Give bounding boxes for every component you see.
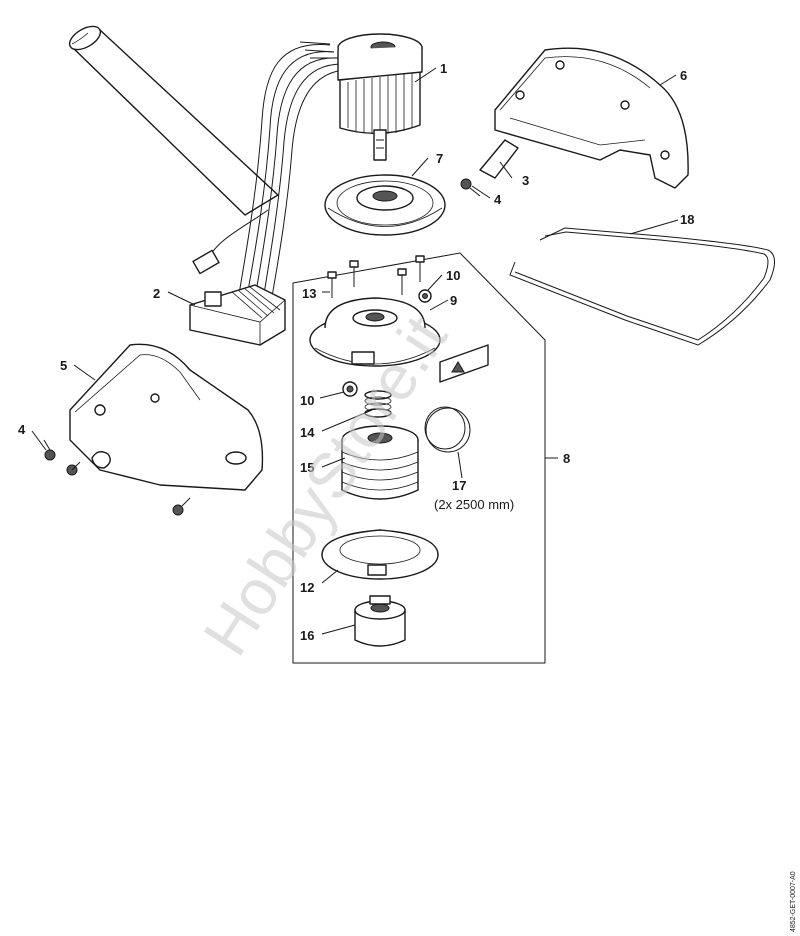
leader-lines: [31, 67, 679, 635]
callout-2: 2: [153, 286, 160, 301]
clip: [479, 139, 519, 179]
spool-cap: [321, 529, 439, 580]
callout-5: 5: [60, 358, 67, 373]
callout-3: 3: [522, 173, 529, 188]
line-length-note: (2x 2500 mm): [434, 497, 514, 512]
wire-bow: [509, 227, 775, 346]
spool: [341, 425, 419, 500]
shaft-tube: [68, 25, 279, 216]
spool-screws: [327, 255, 425, 298]
callout-4-upper: 4: [494, 192, 502, 207]
callout-10-top: 10: [446, 268, 460, 283]
warning-label: [439, 344, 489, 383]
callout-17: 17: [452, 478, 466, 493]
spool-housing: [309, 297, 441, 367]
callout-18: 18: [680, 212, 694, 227]
screws-lower: [43, 439, 191, 516]
callout-6: 6: [680, 68, 687, 83]
callout-1: 1: [440, 61, 447, 76]
callout-9: 9: [450, 293, 457, 308]
callout-16: 16: [300, 628, 314, 643]
document-id: 4852-GET-0007-A0: [790, 871, 797, 932]
callout-10-mid: 10: [300, 393, 314, 408]
washer-top: [418, 289, 432, 303]
adapter: [354, 595, 406, 647]
callout-14: 14: [300, 425, 315, 440]
spool-head-group-frame: [292, 252, 558, 664]
motor: [337, 33, 423, 161]
nut-mid: [342, 381, 358, 397]
fan-disc: [324, 174, 446, 236]
wiring-harness: [192, 41, 347, 309]
callout-labels: 1 2 3 4 4 5 6 7 8 9 10 10 12 13 14 15 16…: [18, 61, 694, 643]
callout-12: 12: [300, 580, 314, 595]
trimmer-line-coil: [424, 406, 471, 453]
callout-7: 7: [436, 151, 443, 166]
callout-13: 13: [302, 286, 316, 301]
callout-4-lower: 4: [18, 422, 26, 437]
screw-upper: [460, 178, 481, 197]
upper-housing: [494, 47, 689, 189]
callout-8: 8: [563, 451, 570, 466]
callout-15: 15: [300, 460, 314, 475]
lower-housing: [69, 343, 264, 491]
electronic-module: [189, 284, 286, 346]
